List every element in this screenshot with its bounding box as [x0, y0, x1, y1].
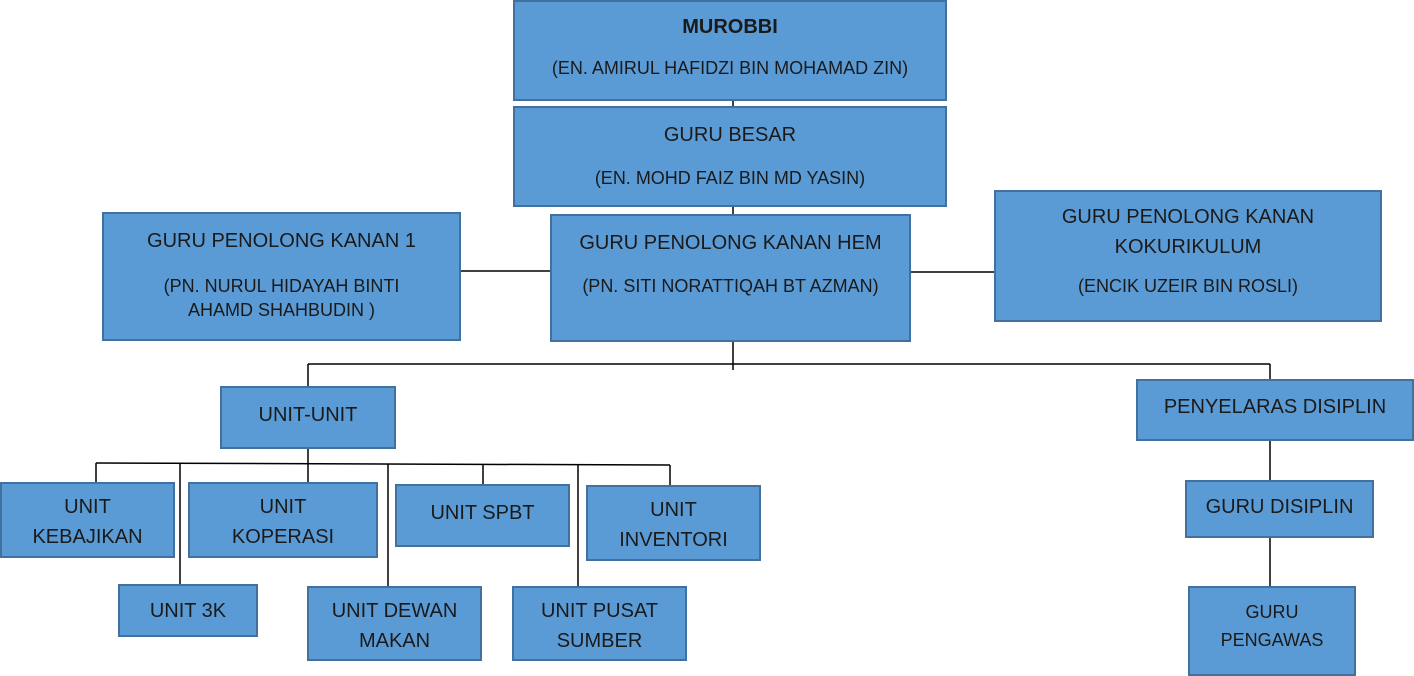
penyelaras-disiplin-title: PENYELARAS DISIPLIN: [1163, 396, 1387, 418]
unit-dewan-makan-line2: MAKAN: [358, 630, 431, 652]
unit-pusat-sumber-line2: SUMBER: [556, 630, 643, 652]
guru-disiplin-title: GURU DISIPLIN: [1205, 496, 1354, 518]
gpk-koko-box: GURU PENOLONG KANAN KOKURIKULUM (ENCIK U…: [994, 190, 1382, 322]
unit-inventori-line1: UNIT: [650, 499, 697, 521]
unit-unit-title: UNIT-UNIT: [258, 404, 358, 426]
unit-pusat-sumber-box: UNIT PUSAT SUMBER: [512, 586, 687, 661]
unit-kebajikan-box: UNIT KEBAJIKAN: [0, 482, 175, 558]
penyelaras-disiplin-box: PENYELARAS DISIPLIN: [1136, 379, 1414, 441]
gpk1-box: GURU PENOLONG KANAN 1 (PN. NURUL HIDAYAH…: [102, 212, 461, 341]
guru-besar-box: GURU BESAR (EN. MOHD FAIZ BIN MD YASIN): [513, 106, 947, 207]
guru-pengawas-line2: PENGAWAS: [1220, 630, 1324, 650]
gpk-koko-title-line2: KOKURIKULUM: [1114, 236, 1262, 258]
unit-inventori-line2: INVENTORI: [619, 529, 728, 551]
gpk-hem-box: GURU PENOLONG KANAN HEM (PN. SITI NORATT…: [550, 214, 911, 342]
guru-besar-title: GURU BESAR: [663, 124, 797, 146]
gpk-koko-name: (ENCIK UZEIR BIN ROSLI): [1077, 276, 1299, 296]
unit-dewan-makan-line1: UNIT DEWAN: [331, 600, 458, 622]
unit-inventori-box: UNIT INVENTORI: [586, 485, 761, 561]
gpk-hem-title: GURU PENOLONG KANAN HEM: [579, 232, 882, 254]
gpk-koko-title-line1: GURU PENOLONG KANAN: [1061, 206, 1315, 228]
unit-unit-box: UNIT-UNIT: [220, 386, 396, 449]
guru-besar-name: (EN. MOHD FAIZ BIN MD YASIN): [594, 168, 866, 188]
murobbi-title: MUROBBI: [682, 16, 778, 38]
gpk-hem-name: (PN. SITI NORATTIQAH BT AZMAN): [582, 276, 879, 296]
murobbi-box: MUROBBI (EN. AMIRUL HAFIDZI BIN MOHAMAD …: [513, 0, 947, 101]
murobbi-name: (EN. AMIRUL HAFIDZI BIN MOHAMAD ZIN): [551, 58, 909, 78]
unit-koperasi-line2: KOPERASI: [231, 526, 335, 548]
unit-3k-label: UNIT 3K: [149, 600, 227, 622]
unit-kebajikan-line1: UNIT: [64, 496, 111, 518]
guru-disiplin-box: GURU DISIPLIN: [1185, 480, 1374, 538]
unit-spbt-label: UNIT SPBT: [430, 502, 535, 524]
unit-koperasi-line1: UNIT: [259, 496, 307, 518]
gpk1-name-line2: AHAMD SHAHBUDIN ): [187, 300, 375, 320]
connector-units-branch: [95, 462, 671, 466]
gpk1-title: GURU PENOLONG KANAN 1: [147, 230, 416, 252]
unit-koperasi-box: UNIT KOPERASI: [188, 482, 378, 558]
unit-3k-box: UNIT 3K: [118, 584, 258, 637]
unit-dewan-makan-box: UNIT DEWAN MAKAN: [307, 586, 482, 661]
guru-pengawas-line1: GURU: [1245, 602, 1299, 622]
unit-pusat-sumber-line1: UNIT PUSAT: [540, 600, 659, 622]
guru-pengawas-box: GURU PENGAWAS: [1188, 586, 1356, 676]
gpk1-name-line1: (PN. NURUL HIDAYAH BINTI: [163, 276, 400, 296]
unit-spbt-box: UNIT SPBT: [395, 484, 570, 547]
unit-kebajikan-line2: KEBAJIKAN: [32, 526, 143, 548]
